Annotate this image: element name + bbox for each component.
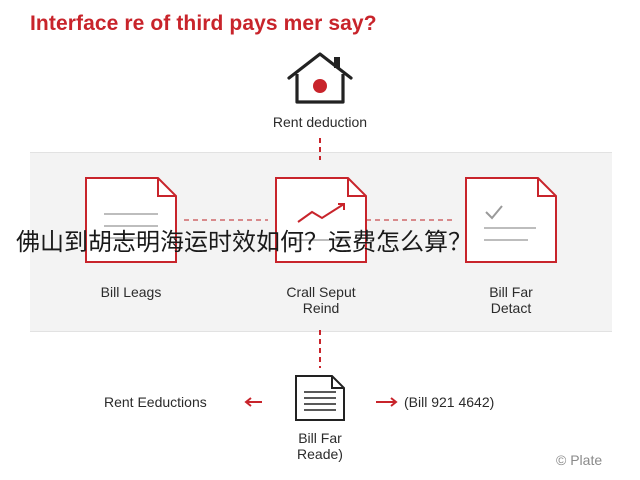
doc3-label: Bill Far Detact bbox=[451, 284, 571, 316]
band-top-divider bbox=[30, 152, 612, 153]
doc2-label-line2: Reind bbox=[302, 300, 340, 316]
diagram-title: Interface re of third pays mer say? bbox=[30, 12, 377, 35]
doc2-label: Crall Seput Reind bbox=[261, 284, 381, 316]
bottom-doc-label-line1: Bill Far bbox=[298, 430, 342, 446]
doc1-label: Bill Leags bbox=[71, 284, 191, 300]
bottom-left-label: Rent Eeductions bbox=[104, 394, 207, 410]
doc2-label-line1: Crall Seput bbox=[286, 284, 356, 300]
bottom-right-label: (Bill 921 4642) bbox=[404, 394, 495, 410]
credit-watermark: © Plate bbox=[556, 452, 603, 468]
doc3-label-line1: Bill Far bbox=[489, 284, 533, 300]
chart-document-icon bbox=[275, 177, 367, 263]
text-document-icon bbox=[295, 375, 345, 421]
check-document-icon bbox=[465, 177, 557, 263]
doc1-label-line1: Bill Leags bbox=[100, 284, 162, 300]
bottom-doc-label: Bill Far Reade) bbox=[260, 430, 380, 462]
top-node-label: Rent deduction bbox=[272, 114, 368, 130]
right-arrow-icon bbox=[376, 397, 398, 407]
checklist-document-icon bbox=[85, 177, 177, 263]
overlay-caption: 佛山到胡志明海运时效如何？运费怎么算？ bbox=[16, 228, 472, 256]
house-icon bbox=[287, 52, 353, 104]
doc3-label-line2: Detact bbox=[490, 300, 532, 316]
bottom-doc-label-line2: Reade) bbox=[297, 446, 343, 462]
left-arrow-icon bbox=[244, 397, 262, 407]
